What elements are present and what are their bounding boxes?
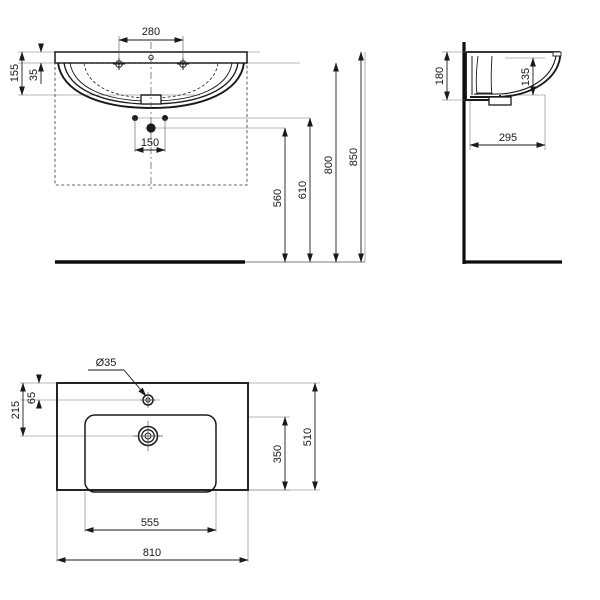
front-elevation-view: 280 155 35 150 560 610 800 — [9, 26, 366, 264]
dim-label-135: 135 — [520, 68, 532, 86]
dim-label-280: 280 — [142, 26, 160, 38]
connection-points — [132, 115, 168, 133]
dim-bowl-depth-350: 350 — [272, 416, 288, 491]
dim-label-850: 850 — [348, 148, 360, 166]
dim-label-295: 295 — [499, 132, 517, 144]
tap-hole-plan — [140, 392, 156, 408]
dim-supply-spacing-150: 150 — [134, 118, 166, 153]
dim-bowl-depth-135: 135 — [520, 57, 536, 96]
basin-plan-outline — [56, 382, 249, 491]
dim-bowl-width-555: 555 — [84, 517, 217, 533]
dim-tap-hole-spacing: 280 — [118, 26, 184, 63]
dim-projection-295: 295 — [469, 132, 546, 148]
dim-overall-width-810: 810 — [56, 547, 249, 563]
dim-rim-band-35: 35 — [28, 43, 44, 84]
waste-outlet-plan — [133, 421, 163, 451]
dim-label-610: 610 — [297, 181, 309, 199]
front-witness-lines — [18, 51, 366, 263]
plan-view: Ø35 65 215 350 510 555 — [10, 357, 320, 563]
dim-label-560: 560 — [272, 189, 284, 207]
dim-label-dia35: Ø35 — [96, 357, 117, 369]
dia35-leader: Ø35 — [88, 357, 147, 397]
dim-label-150: 150 — [141, 137, 159, 149]
dim-label-35: 35 — [28, 69, 40, 81]
dim-height-180: 180 — [434, 51, 450, 101]
waste-outlet-point — [146, 123, 156, 133]
side-elevation-view: 180 135 295 — [434, 42, 562, 264]
dim-label-215: 215 — [10, 401, 22, 419]
dim-label-155: 155 — [9, 64, 21, 82]
dim-label-510: 510 — [302, 428, 314, 446]
dim-label-350: 350 — [272, 445, 284, 463]
dim-label-800: 800 — [323, 156, 335, 174]
bowl-plan-outline — [84, 414, 217, 493]
dim-label-180: 180 — [434, 67, 446, 85]
dim-tap-from-back-65: 65 — [26, 374, 42, 409]
cabinet-outline-dashed — [54, 62, 248, 186]
dim-label-810: 810 — [143, 547, 161, 559]
plan-witness-lines — [20, 382, 320, 562]
dim-overall-depth-510: 510 — [302, 382, 318, 491]
dim-label-555: 555 — [141, 517, 159, 529]
dim-heights-front: 560 610 800 850 — [272, 51, 364, 263]
basin-side-outline — [465, 51, 562, 106]
dim-label-65: 65 — [26, 392, 38, 404]
dim-back-to-waste-215: 215 — [10, 382, 26, 437]
dim-rim-height-155: 155 — [9, 51, 25, 96]
